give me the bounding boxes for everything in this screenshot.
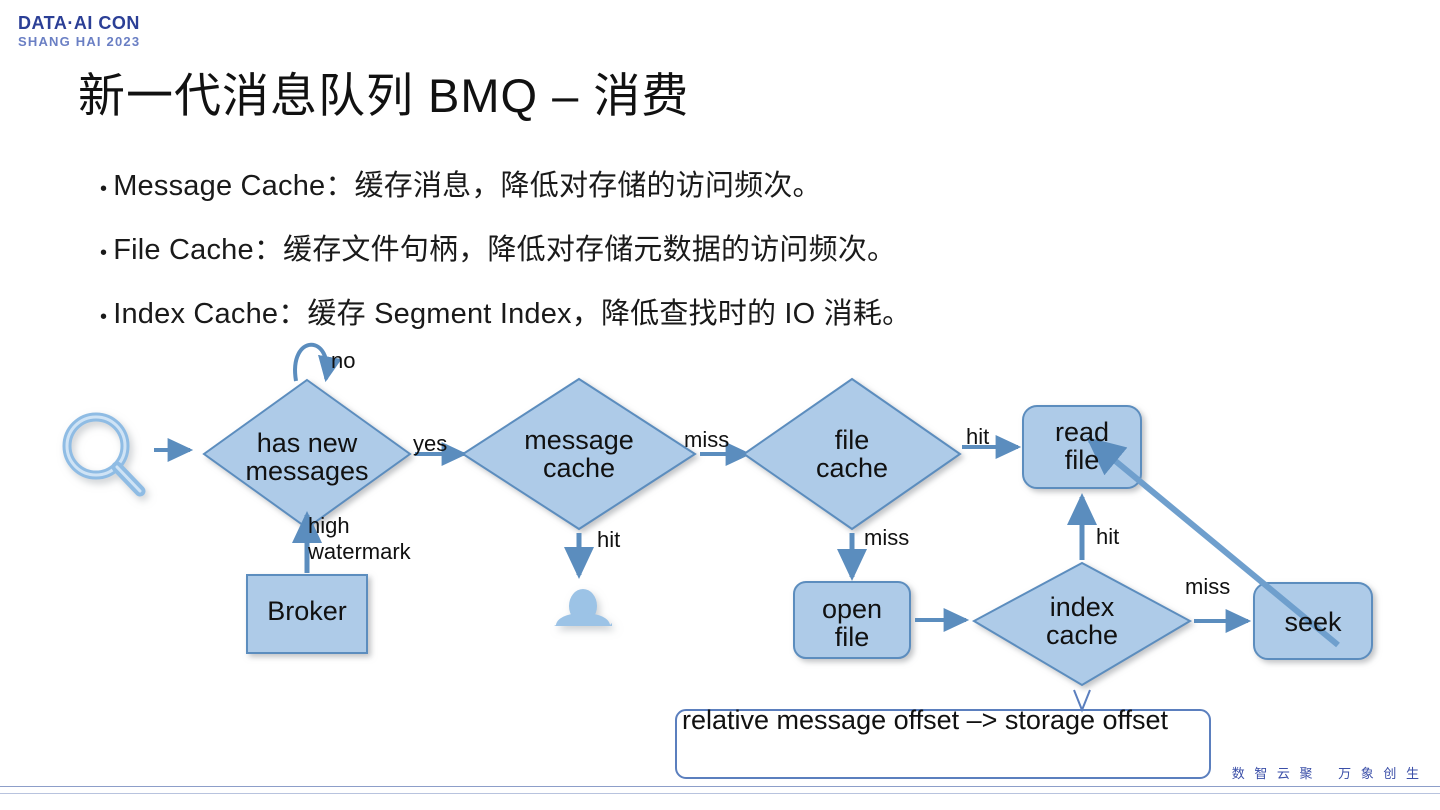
bullet-item-file-cache: • File Cache：缓存文件句柄，降低对存储元数据的访问频次。 — [100, 226, 911, 268]
page-title: 新一代消息队列 BMQ – 消费 — [78, 69, 690, 122]
node-read-file[interactable] — [1022, 405, 1142, 489]
node-index-cache[interactable] — [971, 561, 1193, 687]
node-broker[interactable] — [246, 574, 368, 654]
bullet-text: File Cache：缓存文件句柄，降低对存储元数据的访问频次。 — [113, 234, 897, 266]
flow-diagram-svg — [62, 342, 1373, 779]
node-has-new-messages[interactable] — [202, 378, 412, 530]
brand-logo-line1: DATA·AI CON — [18, 13, 140, 33]
bullet-marker-icon: • — [100, 178, 108, 200]
footer-tagline: 数 智 云 聚 万 象 创 生 — [1231, 766, 1422, 781]
person-icon — [554, 589, 612, 626]
bullet-marker-icon: • — [100, 242, 108, 264]
footer-rule-top — [0, 786, 1440, 787]
brand-logo-line2: SHANG HAI 2023 — [18, 34, 141, 49]
edge-hasnew-self-no — [293, 342, 342, 383]
footer-rule-bottom — [0, 793, 1440, 794]
brand-logo: DATA·AI CON SHANG HAI 2023 — [18, 14, 140, 48]
bullet-list: • Message Cache：缓存消息，降低对存储的访问频次。 • File … — [100, 162, 911, 354]
bullet-item-message-cache: • Message Cache：缓存消息，降低对存储的访问频次。 — [100, 162, 911, 204]
bullet-item-index-cache: • Index Cache：缓存 Segment Index，降低查找时的 IO… — [100, 290, 911, 332]
node-message-cache[interactable] — [461, 377, 697, 531]
node-file-cache[interactable] — [742, 377, 962, 531]
edge-seek-to-readfile — [1086, 436, 1340, 648]
node-open-file[interactable] — [793, 581, 911, 659]
magnifier-icon — [62, 412, 146, 497]
callout-text: relative message offset –> storage offse… — [682, 705, 1169, 735]
bullet-text: Index Cache：缓存 Segment Index，降低查找时的 IO 消… — [113, 298, 912, 330]
bullet-text: Message Cache：缓存消息，降低对存储的访问频次。 — [113, 170, 822, 202]
callout-box — [675, 689, 1211, 779]
bullet-marker-icon: • — [100, 306, 108, 328]
